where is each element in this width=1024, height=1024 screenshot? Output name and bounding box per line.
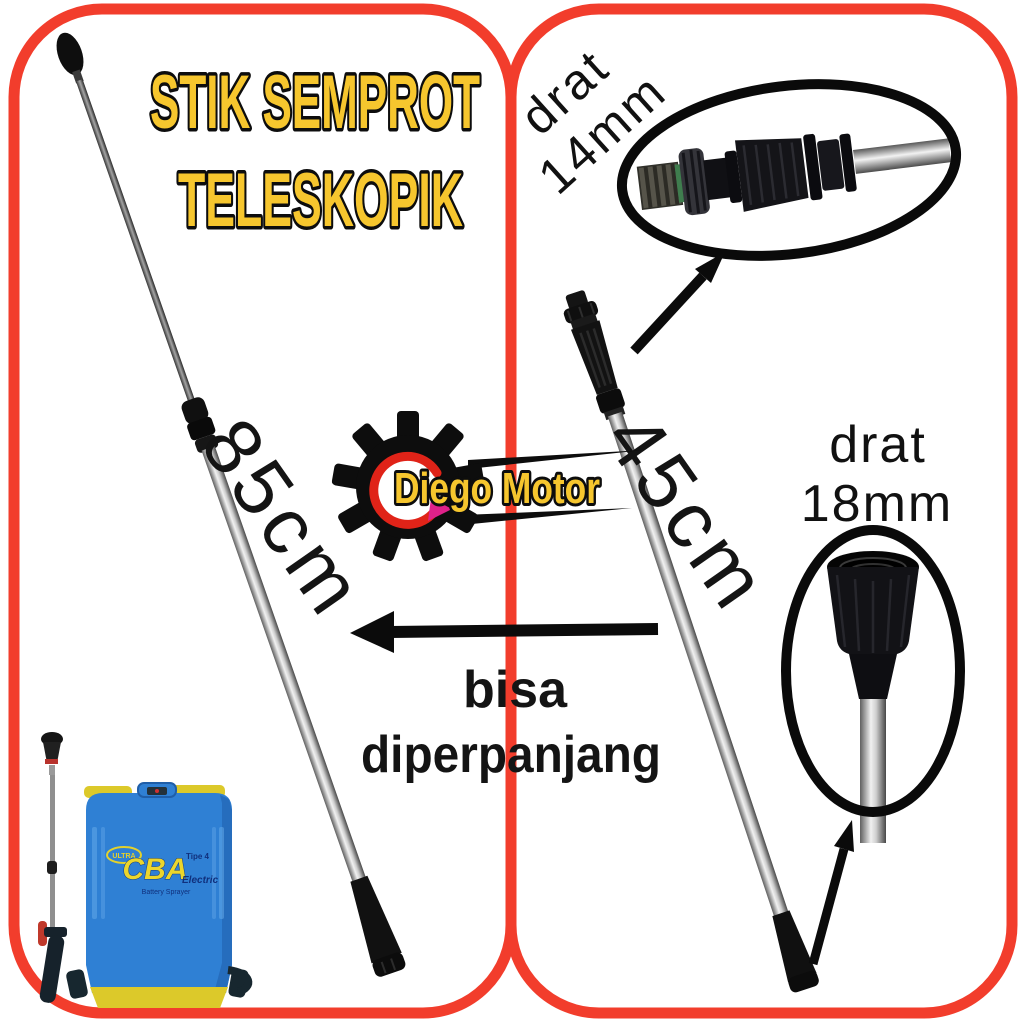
arrowhead-icon bbox=[695, 252, 725, 283]
tank-base bbox=[90, 987, 228, 1008]
telescopic-stick-extended bbox=[56, 32, 406, 977]
lance-grip bbox=[39, 935, 65, 1003]
right-panel-frame bbox=[505, 3, 1018, 1019]
detail-rod bbox=[853, 138, 952, 174]
detail-rod bbox=[860, 699, 886, 843]
callout-arrows bbox=[350, 252, 854, 966]
stick-bottom-coupler bbox=[772, 910, 819, 993]
arrow-to-18mm-icon bbox=[808, 847, 849, 966]
lance-trigger bbox=[38, 921, 47, 946]
extendable-note: bisa diperpanjang bbox=[361, 661, 661, 784]
svg-text:bisa: bisa bbox=[463, 661, 568, 719]
svg-text:drat: drat bbox=[829, 416, 927, 474]
tank-variant: Electric bbox=[182, 875, 219, 886]
speed-line-icon bbox=[462, 508, 632, 525]
tank-model: Tipe 4 bbox=[186, 852, 210, 861]
arrowhead-icon bbox=[834, 820, 854, 852]
sprayer-lance bbox=[38, 732, 67, 1003]
sprayer-photo: ULTRA CBA Tipe 4 Electric Battery Spraye… bbox=[38, 732, 253, 1008]
logo-ring-arrow-icon bbox=[369, 451, 442, 529]
stick-top-connector bbox=[563, 290, 626, 421]
svg-text:18mm: 18mm bbox=[801, 475, 953, 533]
stick-tube bbox=[607, 411, 789, 918]
title-line-1: STIK SEMPROT bbox=[150, 60, 480, 145]
poster-title: STIK SEMPROT TELESKOPIK bbox=[147, 57, 484, 247]
tank-category: Battery Sprayer bbox=[142, 889, 191, 896]
tank-hose bbox=[227, 966, 253, 996]
stick-upper-rod bbox=[75, 79, 197, 408]
callout-ellipse-icon bbox=[781, 525, 965, 817]
o-ring bbox=[674, 164, 686, 203]
diego-motor-logo: Diego Motor bbox=[331, 411, 644, 562]
sprayer-tank: ULTRA CBA Tipe 4 Electric Battery Spraye… bbox=[66, 782, 253, 1008]
stick-bottom-coupler bbox=[350, 875, 406, 977]
stick-tip-knob bbox=[56, 32, 84, 76]
svg-text:diperpanjang: diperpanjang bbox=[361, 726, 661, 784]
speed-line-icon bbox=[468, 450, 644, 469]
callout-ellipse-icon bbox=[616, 79, 962, 261]
stick-lower-tube bbox=[201, 446, 367, 883]
extend-direction-arrow-icon bbox=[389, 623, 659, 638]
logo-wordmark: Diego Motor bbox=[394, 464, 600, 513]
thread-label-18mm: drat 18mm bbox=[801, 416, 953, 533]
thread-detail-14mm bbox=[616, 79, 962, 261]
telescopic-stick-collapsed bbox=[563, 290, 819, 993]
thread-detail-18mm bbox=[781, 525, 965, 843]
logo-arrowhead-icon bbox=[428, 498, 452, 521]
arrowhead-icon bbox=[350, 611, 394, 653]
tank-badge: ULTRA bbox=[112, 853, 135, 860]
tank-brand: CBA bbox=[123, 853, 188, 886]
title-line-2: TELESKOPIK bbox=[178, 158, 463, 243]
arrow-to-14mm-icon bbox=[630, 272, 707, 355]
tank-brand-cluster: ULTRA CBA Tipe 4 Electric Battery Spraye… bbox=[106, 846, 219, 896]
